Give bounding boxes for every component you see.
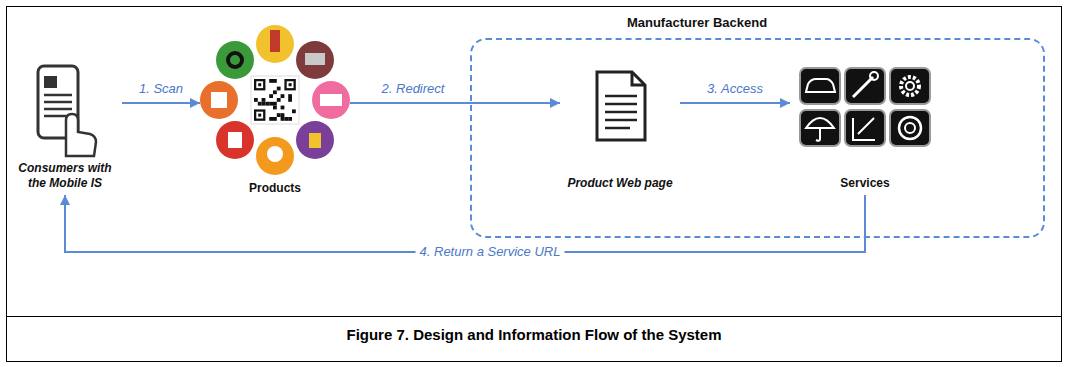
webpage-node: Product Web page xyxy=(560,60,680,195)
figure-frame xyxy=(7,7,1062,362)
step-label: 3. Access xyxy=(703,81,767,97)
flow-arrow xyxy=(350,102,560,104)
document-icon xyxy=(597,72,645,140)
phone-icon xyxy=(38,66,96,156)
step-label: 2. Redirect xyxy=(378,81,449,97)
actor-node: Consumers with the Mobile IS xyxy=(8,60,122,195)
caption-text: Figure 7. Design and Information Flow of… xyxy=(346,326,721,343)
service-icons xyxy=(800,68,930,146)
figure-caption: Figure 7. Design and Information Flow of… xyxy=(0,326,1068,343)
group-heading: Manufacturer Backend xyxy=(627,15,767,31)
node-label: Consumers with the Mobile IS xyxy=(15,161,115,195)
step-label: 4. Return a Service URL xyxy=(416,244,565,260)
node-label: Product Web page xyxy=(567,176,672,195)
services-node: Services xyxy=(790,60,940,195)
node-label: Services xyxy=(840,176,889,195)
step-label: 1. Scan xyxy=(135,81,187,97)
flow-arrow xyxy=(122,102,200,104)
node-label: Products xyxy=(249,181,301,200)
products-cluster xyxy=(200,25,350,175)
backend-group: Manufacturer BackendProduct Web pageServ… xyxy=(470,38,1045,238)
qr-code xyxy=(254,79,296,121)
flow-arrow xyxy=(680,102,790,104)
product-node: Products xyxy=(200,22,350,200)
